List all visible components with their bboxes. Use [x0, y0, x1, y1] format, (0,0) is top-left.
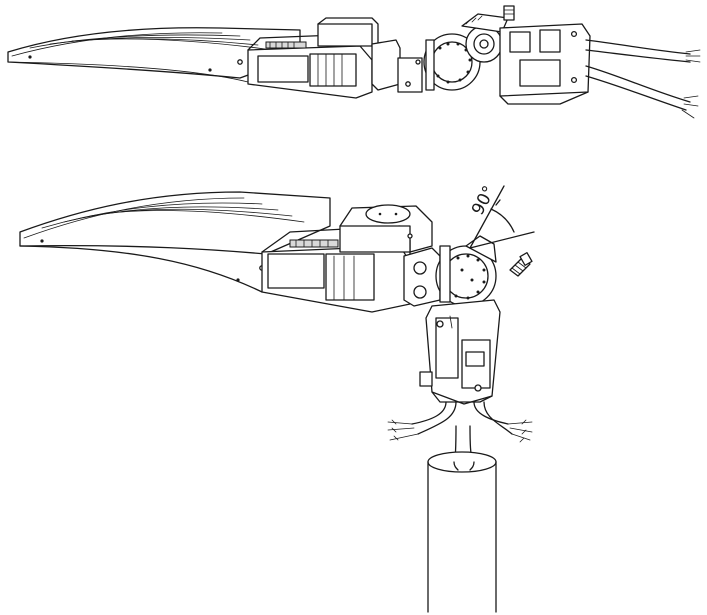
adjustable-knuckle-top [371, 5, 515, 93]
pole-adapter-top [499, 23, 591, 105]
driver-box-bottom [261, 204, 433, 313]
pole-adapter-bottom [419, 299, 501, 405]
fixture-pole-assembly: 90° [19, 183, 535, 613]
fixture-horizontal-assembly [7, 5, 701, 119]
light-pole [427, 451, 497, 613]
adjustable-knuckle-bottom [403, 235, 497, 307]
driver-box-top [247, 17, 379, 99]
mounting-bolt [509, 252, 533, 277]
angle-label: 90° [468, 183, 500, 219]
power-cables-top [585, 39, 701, 119]
luminaire-housing-bottom [19, 191, 331, 293]
